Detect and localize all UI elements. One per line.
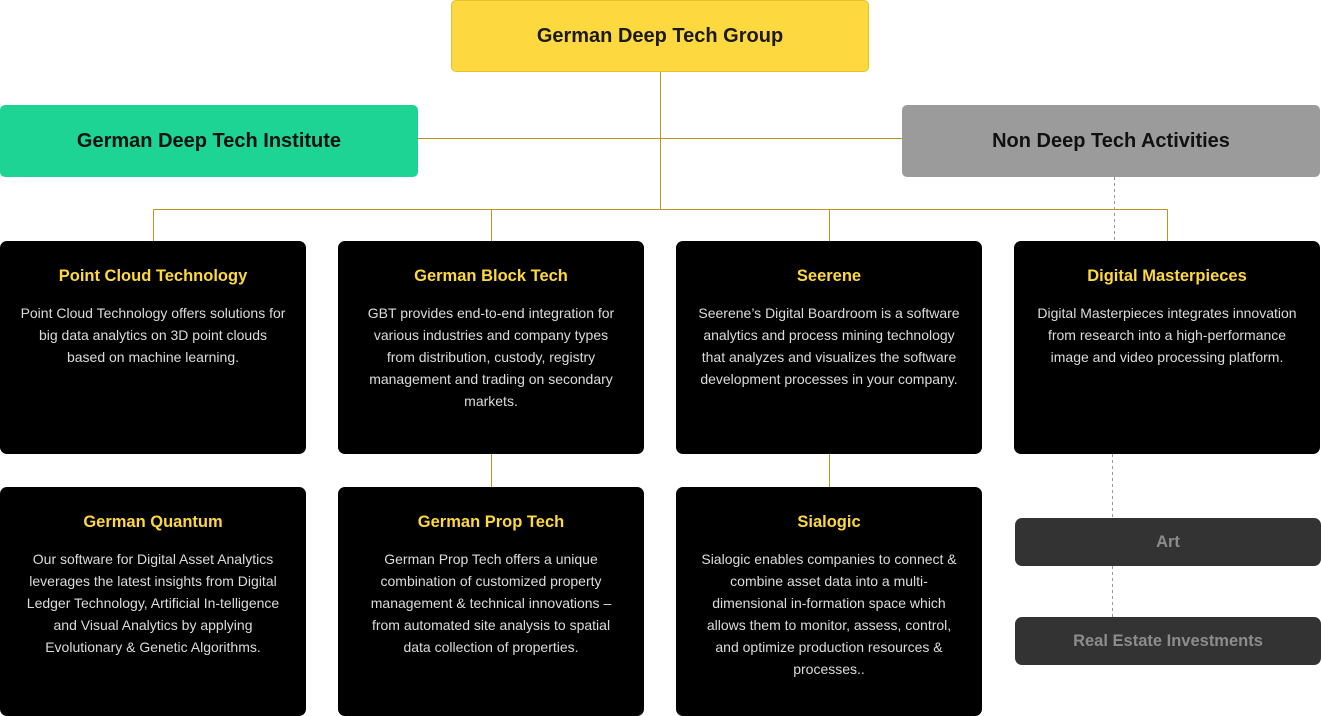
company-description: Seerene’s Digital Boardroom is a softwar… xyxy=(698,305,960,387)
institute-title: German Deep Tech Institute xyxy=(76,129,342,152)
company-title: Digital Masterpieces xyxy=(1087,267,1247,285)
company-description: GBT provides end-to-end integration for … xyxy=(367,305,615,409)
company-card-point-cloud-technology: Point Cloud Technology Point Cloud Techn… xyxy=(0,241,306,454)
company-description: Digital Masterpieces integrates innovati… xyxy=(1037,305,1297,365)
company-title: German Quantum xyxy=(83,513,223,531)
institute-box: German Deep Tech Institute xyxy=(0,105,418,177)
item-label: Art xyxy=(1156,532,1180,551)
company-description: Sialogic enables companies to connect & … xyxy=(701,551,957,677)
company-description: Point Cloud Technology offers solutions … xyxy=(20,305,286,365)
group-title: German Deep Tech Group xyxy=(536,24,784,47)
non-deep-tech-item-art: Art xyxy=(1015,518,1321,566)
company-title: German Prop Tech xyxy=(417,513,565,531)
company-card-seerene: Seerene Seerene’s Digital Boardroom is a… xyxy=(676,241,982,454)
company-title: German Block Tech xyxy=(414,267,568,285)
company-card-german-block-tech: German Block Tech GBT provides end-to-en… xyxy=(338,241,644,454)
item-label: Real Estate Investments xyxy=(1073,631,1263,650)
company-card-german-quantum: German Quantum Our software for Digital … xyxy=(0,487,306,716)
company-description: German Prop Tech offers a unique combina… xyxy=(370,551,612,655)
company-description: Our software for Digital Asset Analytics… xyxy=(26,551,280,655)
company-title: Sialogic xyxy=(797,513,861,531)
company-card-sialogic: Sialogic Sialogic enables companies to c… xyxy=(676,487,982,716)
company-card-digital-masterpieces: Digital Masterpieces Digital Masterpiece… xyxy=(1014,241,1320,454)
non-deep-tech-title: Non Deep Tech Activities xyxy=(992,129,1230,152)
company-title: Seerene xyxy=(796,267,862,285)
company-title: Point Cloud Technology xyxy=(58,267,248,285)
company-card-german-prop-tech: German Prop Tech German Prop Tech offers… xyxy=(338,487,644,716)
non-deep-tech-box: Non Deep Tech Activities xyxy=(902,105,1320,177)
group-box: German Deep Tech Group xyxy=(451,0,869,72)
non-deep-tech-item-real-estate: Real Estate Investments xyxy=(1015,617,1321,665)
